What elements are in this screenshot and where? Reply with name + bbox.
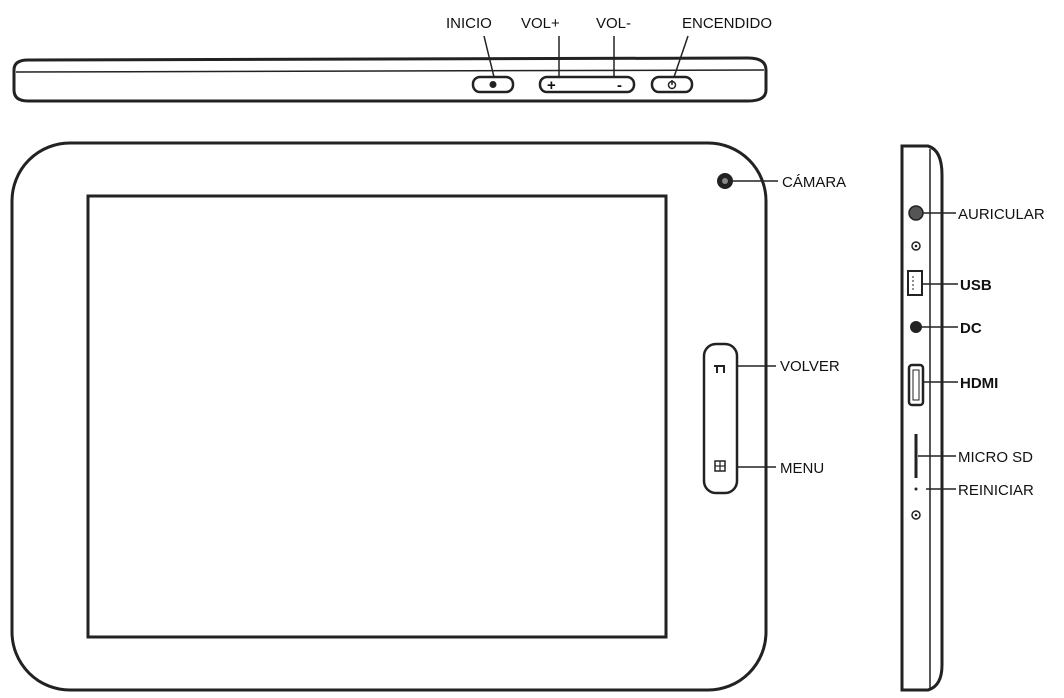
label-usb: USB [960,277,992,294]
side-edge-body [900,144,944,692]
lower-hole-icon [911,510,921,520]
label-reiniciar: REINICIAR [958,482,1034,499]
top-view: + - INICIO VOL+ VOL- ENCENDIDO [12,15,772,103]
label-volver: VOLVER [780,358,840,375]
label-micro-sd: MICRO SD [958,449,1033,466]
power-icon [667,80,677,90]
label-vol-plus: VOL+ [521,15,560,32]
label-inicio: INICIO [446,15,492,32]
camera-icon [717,173,733,189]
inicio-leader [483,35,495,78]
tablet-body [10,141,768,692]
volume-rocker[interactable] [538,75,636,94]
label-encendido: ENCENDIDO [682,15,772,32]
label-hdmi: HDMI [960,375,998,392]
side-view: AURICULAR USB DC HDMI MICRO [900,144,1045,692]
encendido-button[interactable] [650,75,694,94]
hdmi-port-icon[interactable] [907,363,925,407]
microphone-hole-icon [911,241,921,251]
dc-port-icon[interactable] [910,321,922,333]
reset-hole-icon[interactable] [914,487,918,491]
front-button-panel [702,342,739,495]
top-edge-body [12,56,768,103]
inicio-button[interactable] [471,75,515,94]
home-icon [489,81,497,88]
top-edge-seam [15,69,765,73]
vol-minus-glyph: - [617,77,622,94]
back-icon[interactable] [714,365,725,373]
tablet-screen [86,194,668,639]
label-camara: CÁMARA [782,174,846,191]
label-menu: MENU [780,460,824,477]
vol-plus-glyph: + [547,77,556,94]
usb-port-icon[interactable] [907,270,923,296]
label-vol-minus: VOL- [596,15,631,32]
label-dc: DC [960,320,982,337]
headphone-jack-icon[interactable] [908,205,924,221]
label-auricular: AURICULAR [958,206,1045,223]
encendido-leader [673,35,689,78]
front-view: CÁMARA VOLVER MENU [10,141,846,692]
menu-grid-icon[interactable] [714,460,726,472]
